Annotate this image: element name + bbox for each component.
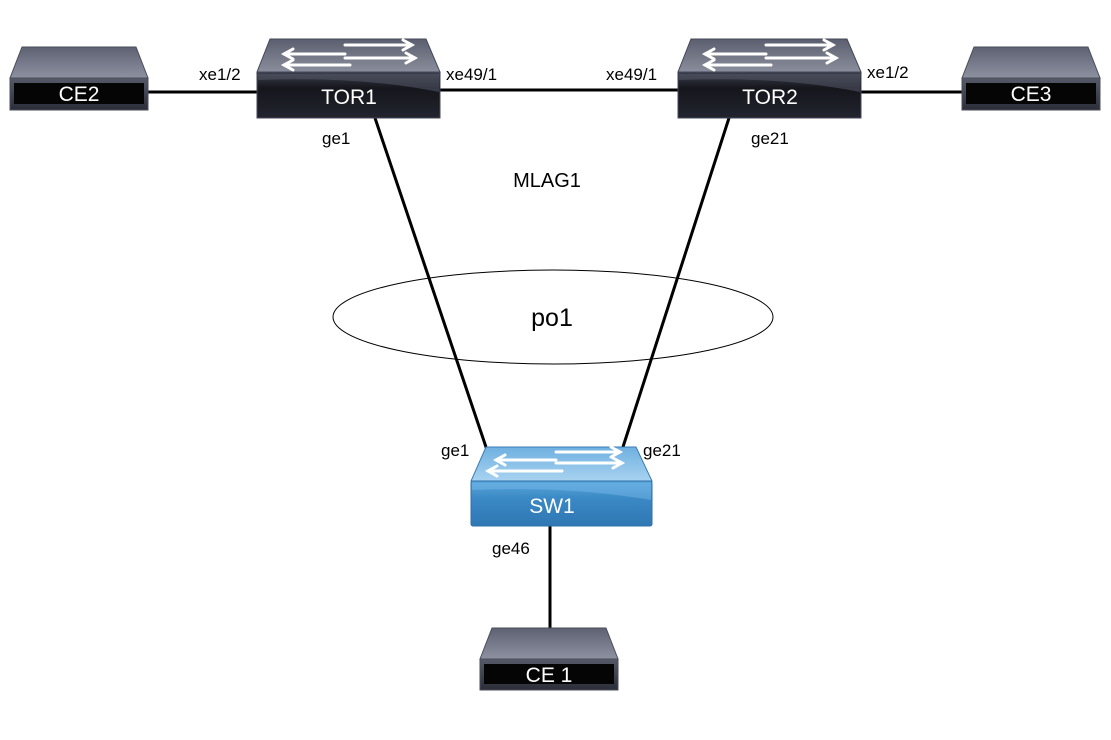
tor2-front-shine [679,74,860,92]
device-sw1[interactable]: SW1 [470,445,653,527]
port-labels: xe1/2 xe49/1 xe49/1 xe1/2 ge1 ge21 ge1 g… [199,63,909,558]
mlag-label: MLAG1 [513,170,581,192]
ce2-label-panel [14,83,144,104]
port-channel-po1-ellipse [332,269,774,365]
port-label-tor1-ge1: ge1 [322,129,350,148]
ce3-label-panel [966,83,1096,104]
port-channel-label: po1 [531,304,573,332]
port-label-tor1-xe49-1: xe49/1 [446,65,497,84]
tor2-label: TOR2 [742,86,798,109]
tor1-front-shine [258,74,439,92]
link-tor2-sw1[interactable] [620,117,731,451]
device-ce3[interactable]: CE3 [961,46,1101,111]
sw1-arrows-icon [484,445,626,478]
port-label-sw1-ge21: ge21 [643,441,681,460]
ce1-label-panel [484,664,614,684]
port-label-tor2-xe1-2: xe1/2 [867,63,909,82]
sw1-label: SW1 [529,495,575,518]
device-ce2[interactable]: CE2 [9,46,149,111]
tor2-arrows-icon [701,38,840,72]
tor1-arrows-icon [280,38,419,72]
links [148,88,963,630]
ce2-label: CE2 [59,83,100,106]
link-tor1-sw1[interactable] [373,117,489,451]
ce1-label: CE 1 [526,664,573,687]
tor1-label: TOR1 [321,86,377,109]
ce3-top-face [961,46,1101,79]
port-label-sw1-ge1: ge1 [441,441,469,460]
ce2-top-face [9,46,149,79]
device-tor1[interactable]: TOR1 [256,38,441,119]
port-label-tor1-xe1-2: xe1/2 [199,65,241,84]
device-ce1[interactable]: CE 1 [479,627,619,691]
sw1-front-face [470,480,653,527]
sw1-front-shine [472,483,651,500]
port-label-tor2-ge21: ge21 [751,129,789,148]
port-label-sw1-ge46: ge46 [492,539,530,558]
device-tor2[interactable]: TOR2 [677,38,862,119]
ce1-top-face [479,627,619,660]
ce3-label: CE3 [1011,83,1052,106]
port-label-tor2-xe49-1: xe49/1 [606,65,657,84]
